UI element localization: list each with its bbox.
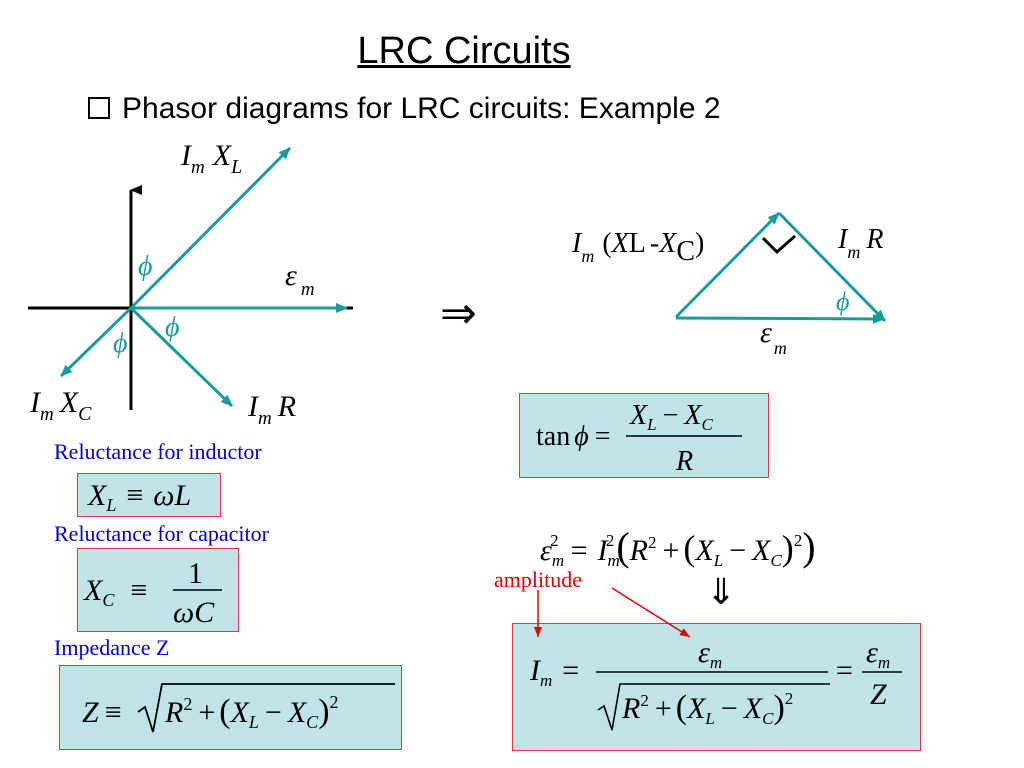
svg-text:R2+(XL−XC)2: R2+(XL−XC)2 [621,689,793,728]
svg-text:Im=: Im= [529,654,579,690]
svg-text:=: = [836,654,853,687]
svg-text:XL≡ωL: XL≡ωL [87,479,191,515]
phasor-capacitor-voltage [59,306,133,378]
phasor-inductor-voltage [129,146,292,310]
phi-triangle: ϕ [836,287,849,316]
formula-impedance: Z≡ R2+(XL−XC)2 [82,683,395,733]
svg-text:R2+(XL−XC)2: R2+(XL−XC)2 [164,692,339,732]
phi-upper: ϕ [138,251,153,282]
inductor-label: Reluctance for inductor [54,439,262,464]
svg-text:Z≡: Z≡ [82,696,122,729]
triangle-emf-phasor [675,313,885,324]
phi-lower-right: ϕ [165,312,180,343]
impedance-formula-box [59,665,402,750]
amplitude-label: amplitude [494,567,582,592]
triangle-resistive-phasor [777,211,887,323]
label-im-xl-xc: Im(XL-XC) [571,228,704,267]
svg-text:XC≡: XC≡ [83,574,147,610]
svg-text:εm2=Im2(R2+(XL−XC)2): εm2=Im2(R2+(XL−XC)2) [540,524,816,570]
subtitle-bullet: Phasor diagrams for LRC circuits: Exampl… [88,92,721,126]
svg-text:εm: εm [698,636,722,672]
svg-text:1: 1 [188,557,203,590]
triangle-reactive-phasor [674,211,781,319]
subtitle-text: Phasor diagrams for LRC circuits: Exampl… [122,92,721,125]
svg-text:Z: Z [870,678,887,711]
inductor-formula-box [77,473,221,517]
phi-lower-left: ϕ [113,328,128,359]
current-amplitude-formula-box [512,623,921,751]
svg-text:R: R [675,446,693,477]
right-angle-mark [761,234,796,255]
phasor-resistor-voltage [129,306,234,408]
svg-text:εm: εm [866,636,890,672]
down-arrow-icon: ⇓ [706,572,736,613]
svg-text:ωC: ωC [173,596,215,629]
amplitude-pointer-right [611,587,691,638]
formula-capacitive-reactance: XC≡ 1 ωC [83,557,222,629]
page-title: LRC Circuits [357,30,571,72]
svg-text:XL−XC: XL−XC [629,400,713,434]
implies-arrow-icon: ⇒ [440,288,477,339]
checkbox-bullet-icon [88,97,110,119]
formula-inductive-reactance: XL≡ωL [87,479,191,515]
formula-emf-squared: εm2=Im2(R2+(XL−XC)2) [540,524,816,570]
impedance-label: Impedance Z [54,635,170,660]
capacitor-label: Reluctance for capacitor [54,521,269,546]
formula-current-amplitude: Im= εm R2+(XL−XC)2 = εm Z [529,636,902,731]
